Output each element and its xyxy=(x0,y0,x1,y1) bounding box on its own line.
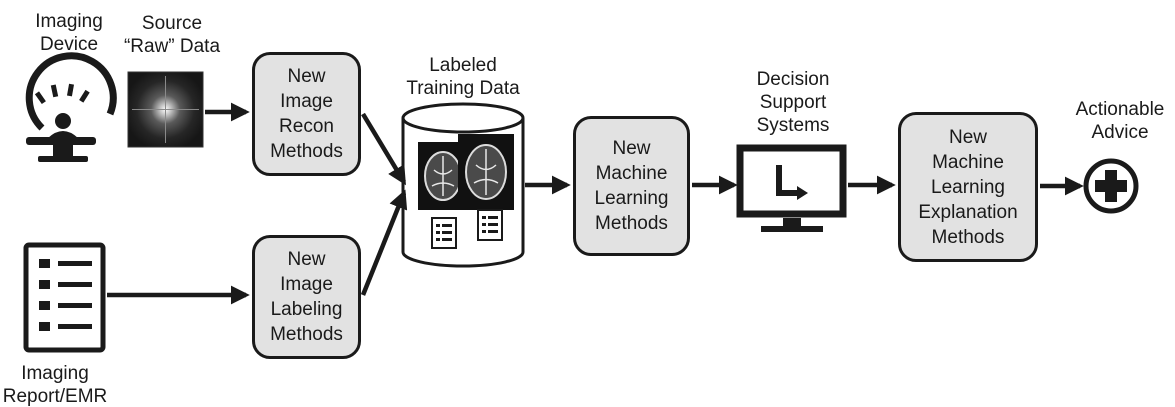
new-image-recon-methods-box: New Image Recon Methods xyxy=(252,52,361,176)
document-icon xyxy=(477,209,503,241)
new-ml-explanation-methods-box: New Machine Learning Explanation Methods xyxy=(898,112,1038,262)
brain-mri-icon xyxy=(458,134,514,210)
mri-scanner-icon xyxy=(25,52,117,162)
monitor-icon xyxy=(736,144,847,232)
arrow-labeling-to-database xyxy=(360,189,408,296)
imaging-report-label: Imaging Report/EMR xyxy=(2,363,108,407)
new-image-labeling-methods-box: New Image Labeling Methods xyxy=(252,235,361,359)
kspace-image-icon xyxy=(127,71,204,148)
medical-cross-icon xyxy=(1083,158,1139,214)
new-machine-learning-methods-box: New Machine Learning Methods xyxy=(573,116,690,256)
document-icon xyxy=(431,217,457,249)
arrow-recon-to-database xyxy=(361,112,406,186)
labeled-training-data-label: Labeled Training Data xyxy=(406,55,520,99)
decision-support-systems-label: Decision Support Systems xyxy=(756,69,830,136)
source-raw-data-label: Source “Raw” Data xyxy=(123,13,221,57)
actionable-advice-label: Actionable Advice xyxy=(1075,99,1165,143)
imaging-device-label: Imaging Device xyxy=(35,11,103,55)
database-cylinder-icon xyxy=(401,102,525,268)
report-list-icon xyxy=(23,242,106,353)
connector-arrows xyxy=(107,102,1084,305)
